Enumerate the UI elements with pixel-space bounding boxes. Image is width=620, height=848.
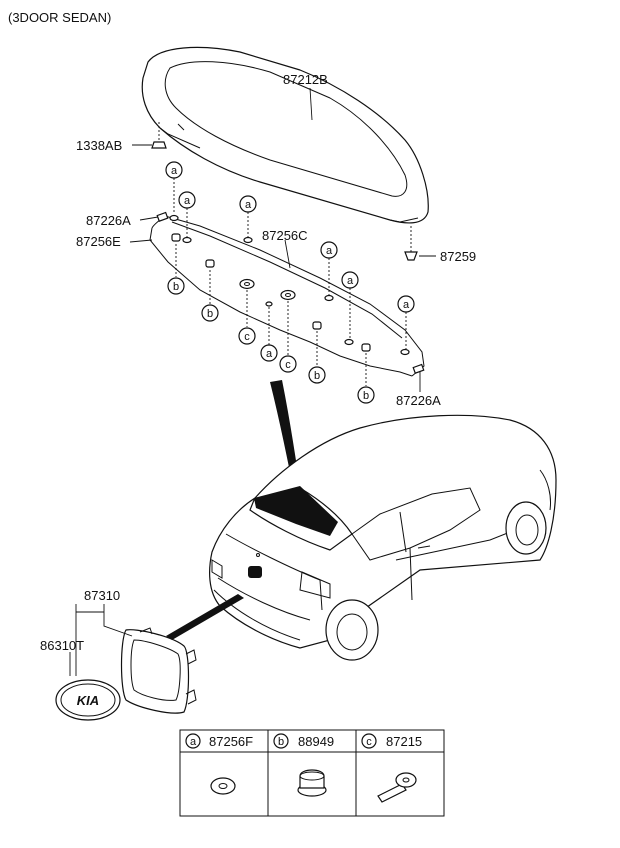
grommet-icon <box>297 769 327 797</box>
callout-c-2: c <box>279 355 297 373</box>
callout-leaders <box>173 178 407 386</box>
label-clip-87226a-left: 87226A <box>86 213 131 228</box>
washers-c <box>239 278 296 301</box>
callout-b-1: b <box>167 277 185 295</box>
callout-a-5: a <box>341 271 359 289</box>
emblem-kia-text: KIA <box>77 693 99 708</box>
legend-table: a 87256F b 88949 c 87215 <box>179 729 445 817</box>
legend-part-c: 87215 <box>386 734 422 749</box>
nut-87259 <box>404 226 418 261</box>
svg-text:a: a <box>266 348 273 360</box>
legend-part-a: 87256F <box>209 734 253 749</box>
svg-text:a: a <box>347 275 354 287</box>
callout-a-4: a <box>320 241 338 259</box>
label-nut-87259: 87259 <box>440 249 476 264</box>
grommets-b <box>171 233 371 352</box>
callout-a-3: a <box>239 195 257 213</box>
legend-part-b: 88949 <box>298 734 334 749</box>
svg-text:c: c <box>244 331 250 343</box>
diagram-title: (3DOOR SEDAN) <box>8 10 111 25</box>
svg-text:c: c <box>366 736 372 748</box>
pad-icon <box>210 777 236 795</box>
label-emblem-86310t: 86310T <box>40 638 84 653</box>
svg-text:b: b <box>363 390 369 402</box>
label-seal-87256c: 87256C <box>262 228 308 243</box>
label-spoiler: 87212B <box>283 72 328 87</box>
pads-a <box>169 214 410 356</box>
svg-text:a: a <box>245 199 252 211</box>
callout-a-7: a <box>260 344 278 362</box>
legend-cell-b: b 88949 <box>273 733 334 797</box>
svg-text:b: b <box>207 308 213 320</box>
emblem-bracket <box>120 627 197 714</box>
callout-b-3: b <box>308 366 326 384</box>
callout-a-1: a <box>165 161 183 179</box>
callout-b-2: b <box>201 304 219 322</box>
callout-c-1: c <box>238 327 256 345</box>
svg-text:a: a <box>326 245 333 257</box>
label-emblem-87310: 87310 <box>84 588 120 603</box>
washer-tape-icon <box>377 772 417 803</box>
emblem-kia: KIA <box>55 679 121 721</box>
car-body <box>209 380 557 661</box>
svg-text:a: a <box>403 299 410 311</box>
label-clip-87226a-right: 87226A <box>396 393 441 408</box>
callout-a-2: a <box>178 191 196 209</box>
callout-b-4: b <box>357 386 375 404</box>
svg-text:b: b <box>173 281 179 293</box>
svg-text:a: a <box>190 736 197 748</box>
legend-cell-a: a 87256F <box>185 733 253 795</box>
bolt-1338ab <box>151 122 167 149</box>
seal-strip <box>149 215 425 377</box>
label-seal-87256e: 87256E <box>76 234 121 249</box>
svg-text:a: a <box>184 195 191 207</box>
svg-text:b: b <box>278 736 284 748</box>
svg-text:b: b <box>314 370 320 382</box>
callout-a-6: a <box>397 295 415 313</box>
clip-87226a-right <box>412 363 425 374</box>
legend-cell-c: c 87215 <box>361 733 422 803</box>
svg-text:c: c <box>285 359 291 371</box>
spoiler-part <box>141 46 429 224</box>
svg-text:a: a <box>171 165 178 177</box>
clip-87226a-left <box>156 211 169 222</box>
label-bolt-1338ab: 1338AB <box>76 138 122 153</box>
